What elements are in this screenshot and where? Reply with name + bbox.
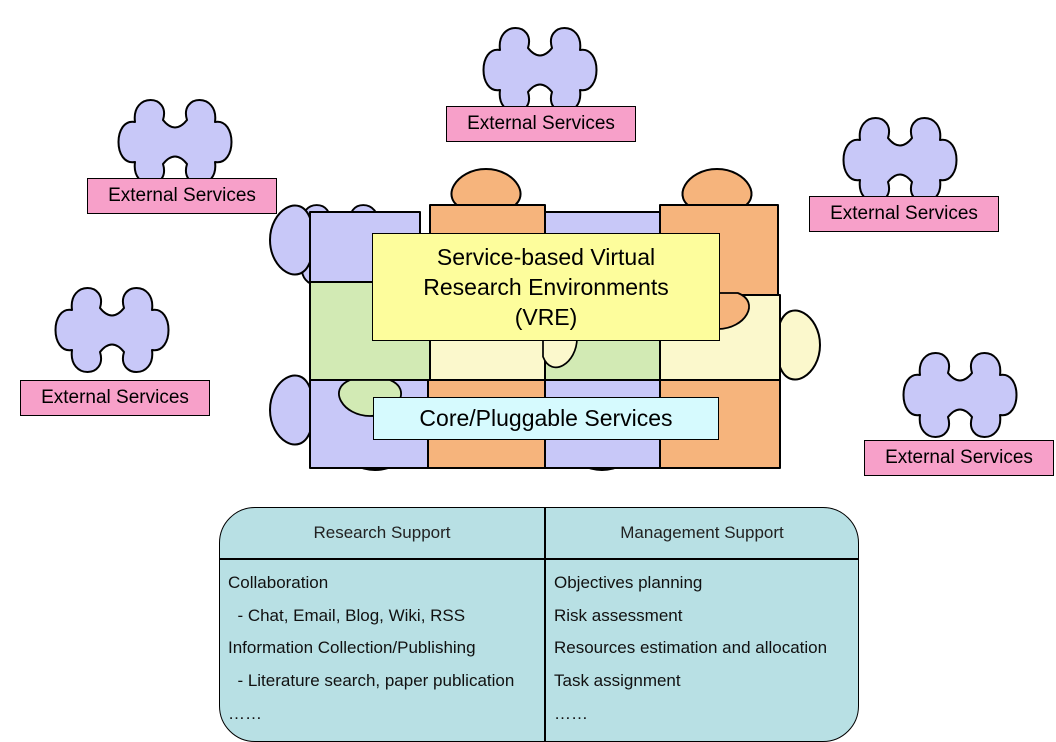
puzzle-piece-external bbox=[117, 99, 233, 185]
research-support-column: Research Support Collaboration - Chat, E… bbox=[220, 508, 544, 741]
list-item: Collaboration bbox=[228, 573, 329, 592]
list-item: Task assignment bbox=[554, 671, 681, 691]
list-item: Information Collection/Publishing bbox=[228, 638, 476, 658]
list-item: …… bbox=[228, 703, 262, 723]
vre-title-line: Research Environments bbox=[423, 274, 669, 300]
core-services-box: Core/Pluggable Services bbox=[373, 397, 719, 440]
vre-title-box: Service-based Virtual Research Environme… bbox=[372, 233, 720, 341]
puzzle-piece-external bbox=[54, 287, 170, 373]
list-item: …… bbox=[554, 703, 588, 723]
vre-title-line: (VRE) bbox=[514, 304, 578, 330]
research-support-header: Research Support bbox=[313, 523, 451, 542]
list-item: Resources estimation and allocation bbox=[554, 638, 828, 658]
support-table-header-divider bbox=[220, 558, 858, 560]
support-table-column-divider bbox=[544, 508, 546, 741]
management-support-list: Objectives planning Risk assessment Reso… bbox=[546, 558, 858, 730]
external-services-label: External Services bbox=[446, 106, 636, 142]
list-item: Objectives planning bbox=[554, 573, 703, 592]
vre-title-line: Service-based Virtual bbox=[436, 244, 656, 270]
puzzle-piece-external bbox=[902, 352, 1018, 438]
external-services-label: External Services bbox=[809, 196, 999, 232]
management-support-column: Management Support Objectives planning R… bbox=[546, 508, 858, 741]
support-table: Research Support Collaboration - Chat, E… bbox=[219, 507, 859, 742]
puzzle-piece-external bbox=[482, 27, 598, 113]
management-support-header: Management Support bbox=[620, 523, 784, 542]
external-services-label: External Services bbox=[20, 380, 210, 416]
list-item: Risk assessment bbox=[554, 605, 683, 625]
puzzle-piece-external bbox=[842, 117, 958, 203]
external-services-label: External Services bbox=[87, 178, 277, 214]
list-item: - Chat, Email, Blog, Wiki, RSS bbox=[228, 605, 466, 625]
list-item: - Literature search, paper publication bbox=[228, 671, 515, 691]
research-support-list: Collaboration - Chat, Email, Blog, Wiki,… bbox=[220, 558, 544, 730]
external-services-label: External Services bbox=[864, 440, 1054, 476]
